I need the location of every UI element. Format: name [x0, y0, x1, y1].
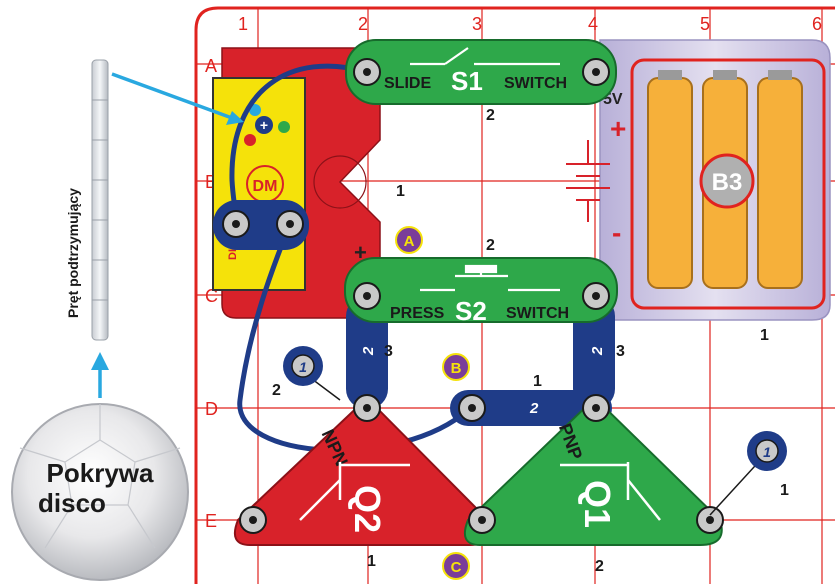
level-label: 1	[367, 553, 376, 570]
battery-plus: +	[610, 113, 626, 144]
level-label: 2	[486, 107, 495, 124]
svg-text:A: A	[404, 233, 415, 250]
press-switch-s2: PRESS S2 SWITCH	[344, 257, 618, 326]
s2-right-text: SWITCH	[506, 305, 569, 322]
level-label: 3	[384, 343, 393, 360]
step-marker-a: A	[395, 226, 423, 254]
level-label: 2	[589, 346, 606, 356]
step-marker-c: C	[442, 552, 470, 580]
arrow-to-dm	[111, 72, 244, 125]
level-label: 1	[780, 482, 789, 499]
level-label: 1	[533, 373, 542, 390]
disco-cover	[11, 403, 189, 581]
battery-name: B3	[712, 169, 743, 196]
step-marker-b: B	[442, 353, 470, 381]
row-label: E	[205, 511, 217, 531]
single-snap-label: 1	[299, 359, 307, 375]
level-label: 1	[396, 183, 405, 200]
snap-centers	[232, 68, 714, 524]
s2-left-text: PRESS	[390, 305, 445, 322]
transistor-q1-pnp: Q1 PNP	[464, 396, 723, 546]
battery-symbol	[566, 140, 610, 222]
svg-text:B: B	[451, 360, 462, 377]
q2-name: Q2	[347, 485, 388, 533]
cover-label-line2: disco	[38, 488, 106, 518]
arrow-to-rod	[91, 352, 109, 398]
s1-left-text: SLIDE	[384, 75, 431, 92]
s1-right-text: SWITCH	[504, 75, 567, 92]
level-label: 2	[529, 400, 539, 417]
column-label: 3	[472, 14, 482, 34]
level-label: 2	[595, 558, 604, 575]
column-label: 5	[700, 14, 710, 34]
column-label: 6	[812, 14, 822, 34]
color-dots: +	[244, 104, 290, 146]
svg-text:+: +	[260, 117, 268, 133]
s1-name: S1	[451, 66, 483, 96]
battery-minus: -	[612, 217, 621, 248]
column-label: 2	[358, 14, 368, 34]
single-snap-right: 1	[709, 431, 787, 516]
single-snap-left: 1	[283, 346, 341, 401]
single-snap-label: 1	[763, 444, 771, 460]
svg-text:C: C	[451, 559, 462, 576]
q1-name: Q1	[577, 480, 618, 528]
dm-plus: +	[354, 240, 367, 265]
level-label: 2	[486, 237, 495, 254]
battery-b3: B3 5V + -	[566, 39, 831, 321]
column-label: 1	[238, 14, 248, 34]
dm-name: DM	[253, 178, 278, 195]
row-label: D	[205, 399, 218, 419]
cover-label-line1: Pokrywa	[47, 458, 154, 488]
support-rod	[91, 59, 109, 341]
column-label: 4	[588, 14, 598, 34]
row-label: A	[205, 56, 217, 76]
disco-motor-dm: DM DISCO + +	[212, 47, 381, 319]
rod-label: Pręt podtrzymujący	[65, 188, 81, 318]
slide-switch-s1: SLIDE S1 SWITCH	[345, 39, 617, 105]
level-label: 1	[760, 327, 769, 344]
level-label: 2	[360, 346, 377, 356]
battery-cells	[647, 70, 803, 289]
level-label: 3	[616, 343, 625, 360]
level-label: 2	[272, 382, 281, 399]
s2-name: S2	[455, 296, 487, 326]
